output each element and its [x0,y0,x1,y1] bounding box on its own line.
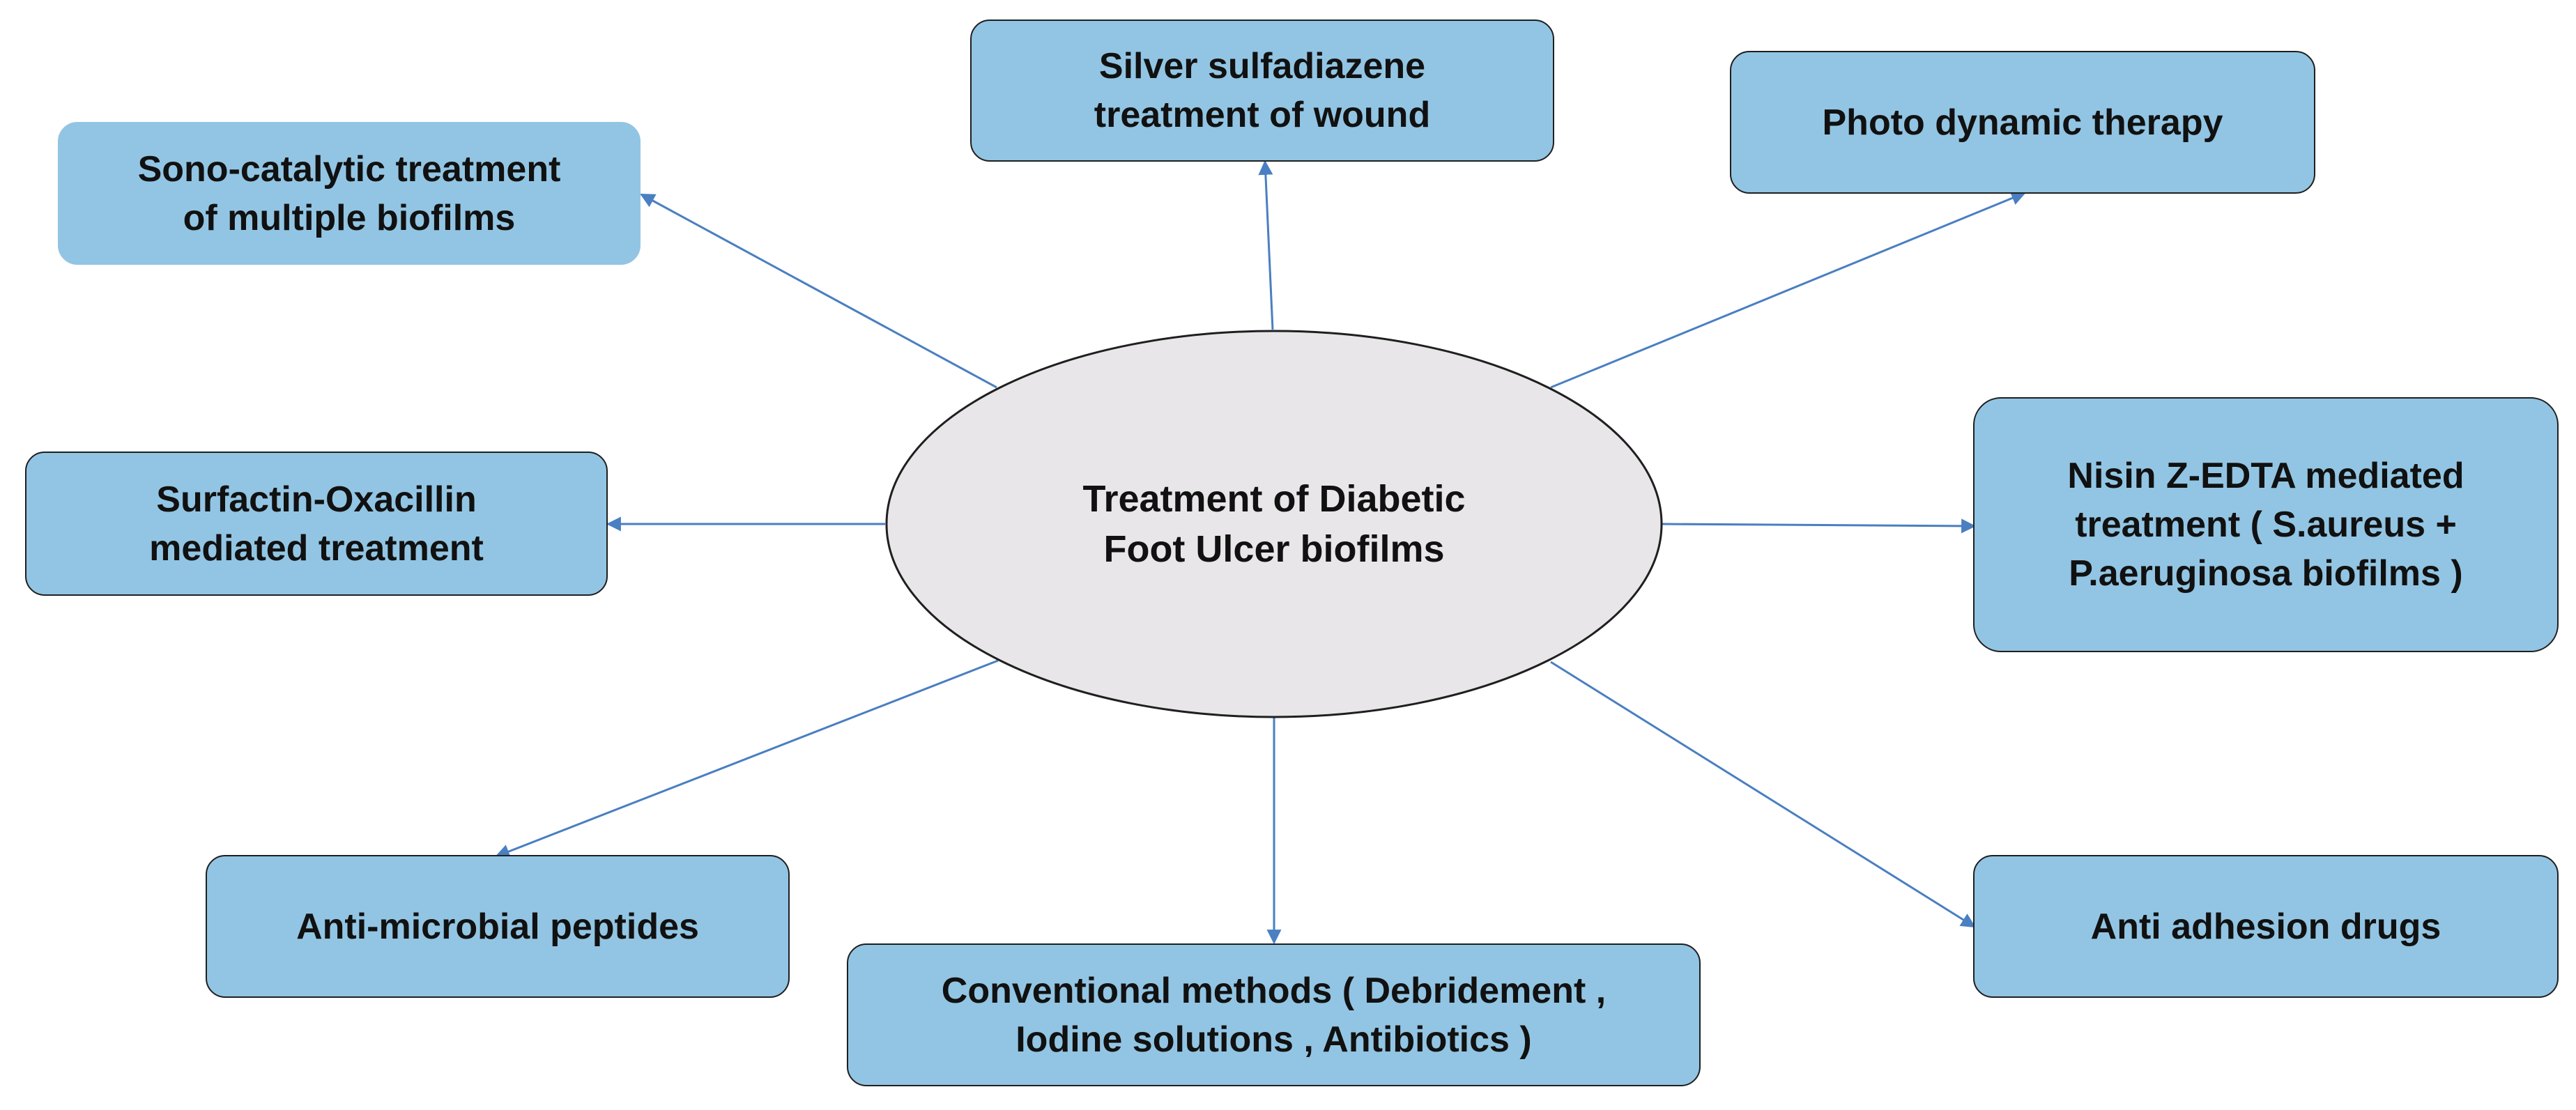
arrow-to-silver [1258,160,1274,330]
center-label-line-2: Foot Ulcer biofilms [1103,528,1445,570]
node-conventional-line-2: Iodine solutions , Antibiotics ) [1015,1019,1532,1060]
node-adhesion-line-1: Anti adhesion drugs [2090,906,2441,947]
node-photo-line-1: Photo dynamic therapy [1822,102,2223,143]
node-photo-dynamic-therapy: Photo dynamic therapy [1730,51,2315,194]
center-ellipse [885,330,1663,718]
node-sono-line-1: Sono-catalytic treatment [137,148,561,190]
arrow-to-nisin [1662,518,1977,534]
arrow-to-adhesion [1550,661,1976,928]
node-surfactin-line-1: Surfactin-Oxacillin [156,479,477,520]
node-surfactin-oxacillin: Surfactin-Oxacillin mediated treatment [25,452,608,596]
node-nisin-line-3: P.aeruginosa biofilms ) [2069,553,2463,594]
center-label-line-1: Treatment of Diabetic [1082,478,1466,520]
node-conventional-methods: Conventional methods ( Debridement , Iod… [847,943,1701,1086]
node-sono-catalytic: Sono-catalytic treatment of multiple bio… [58,122,641,265]
node-nisin-line-1: Nisin Z-EDTA mediated [2067,456,2464,496]
node-silver-sulfadiazene: Silver sulfadiazene treatment of wound [970,20,1554,162]
node-conventional-line-1: Conventional methods ( Debridement , [941,970,1607,1011]
center-label: Treatment of Diabetic Foot Ulcer biofilm… [927,460,1621,588]
node-anti-adhesion-drugs: Anti adhesion drugs [1973,855,2559,998]
node-anti-microbial-peptides: Anti-microbial peptides [206,855,790,998]
arrow-to-amp [495,659,999,858]
arrow-to-photo [1550,191,2026,389]
node-amp-line-1: Anti-microbial peptides [296,906,699,947]
node-sono-line-2: of multiple biofilms [183,197,516,238]
node-surfactin-line-2: mediated treatment [149,527,484,569]
arrow-to-sono [640,193,997,389]
node-nisin-line-2: treatment ( S.aureus + [2075,504,2457,545]
node-silver-line-1: Silver sulfadiazene [1098,46,1426,86]
node-silver-line-2: treatment of wound [1094,95,1431,135]
node-nisin-z-edta: Nisin Z-EDTA mediated treatment ( S.aure… [1973,397,2559,652]
